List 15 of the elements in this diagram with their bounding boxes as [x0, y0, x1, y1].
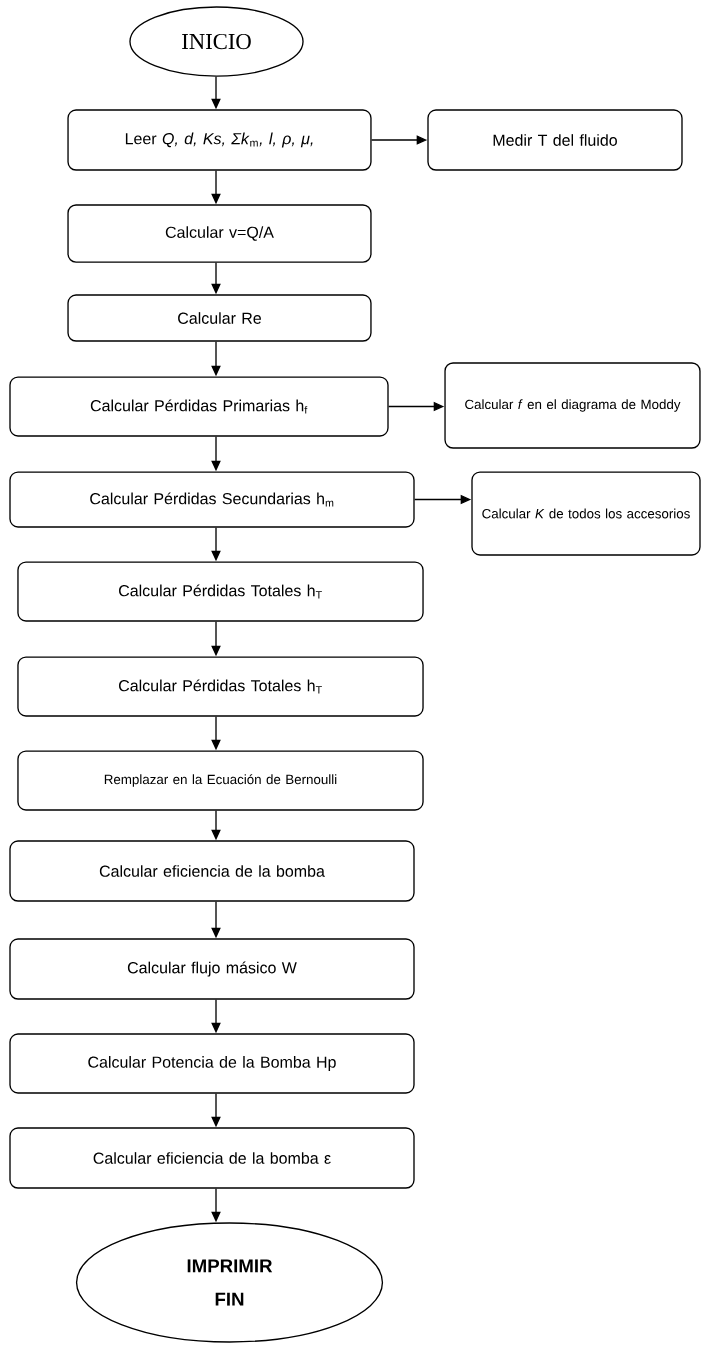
process-box: Calcular eficiencia de la bomba ε [9, 1127, 415, 1189]
process-box: Calcular Pérdidas Secundarias h$_{m}$ [9, 471, 415, 528]
process-box: Calcular Re [67, 294, 372, 342]
process-box: Calcular eficiencia de la bomba [9, 840, 415, 902]
process-box: Calcular Pérdidas Totales h$_{T}$ [17, 656, 424, 717]
process-box: Medir T del fluido [427, 109, 683, 171]
process-box: Calcular v=Q/A [67, 204, 372, 263]
process-box: Leer Q, d, Ks, Σk$_{m}$, l, ρ, μ, [67, 109, 372, 171]
process-box: Calcular K de todos los accesorios [471, 471, 701, 556]
process-box: Calcular f en el diagrama de Moddy [444, 362, 701, 449]
process-box: Calcular Potencia de la Bomba Hp [9, 1033, 415, 1094]
process-box: Calcular Pérdidas Totales h$_{T}$ [17, 561, 424, 622]
process-box: Calcular flujo másico W [9, 938, 415, 1000]
process-box: Calcular Pérdidas Primarias h$_{f}$ [9, 376, 389, 437]
process-box: Remplazar en la Ecuación de Bernoulli [17, 750, 424, 811]
